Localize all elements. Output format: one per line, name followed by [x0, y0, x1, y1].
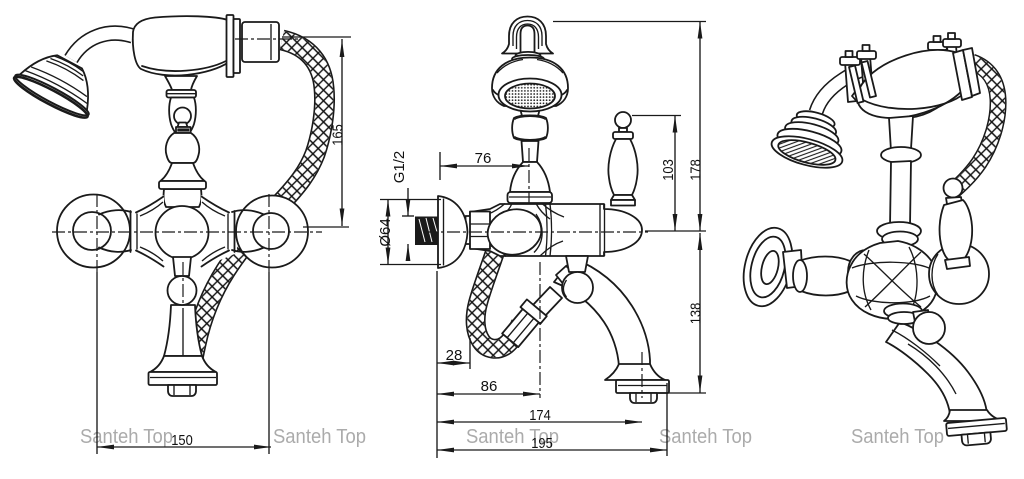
svg-text:Santeh Top: Santeh Top — [659, 425, 752, 448]
svg-text:G1/2: G1/2 — [391, 151, 408, 184]
svg-text:86: 86 — [481, 378, 498, 395]
svg-text:28: 28 — [446, 347, 463, 364]
svg-text:165: 165 — [330, 124, 347, 146]
svg-text:Santeh Top: Santeh Top — [466, 425, 559, 448]
svg-text:Santeh Top: Santeh Top — [851, 425, 944, 448]
svg-text:Ø64: Ø64 — [377, 218, 394, 246]
svg-text:138: 138 — [688, 303, 705, 325]
svg-text:103: 103 — [660, 159, 677, 181]
svg-text:Santeh Top: Santeh Top — [273, 425, 366, 448]
svg-text:Santeh Top: Santeh Top — [80, 425, 173, 448]
svg-text:195: 195 — [531, 435, 553, 452]
svg-text:174: 174 — [529, 407, 551, 424]
svg-text:76: 76 — [475, 150, 492, 167]
svg-text:178: 178 — [688, 159, 705, 181]
svg-text:150: 150 — [171, 432, 193, 449]
